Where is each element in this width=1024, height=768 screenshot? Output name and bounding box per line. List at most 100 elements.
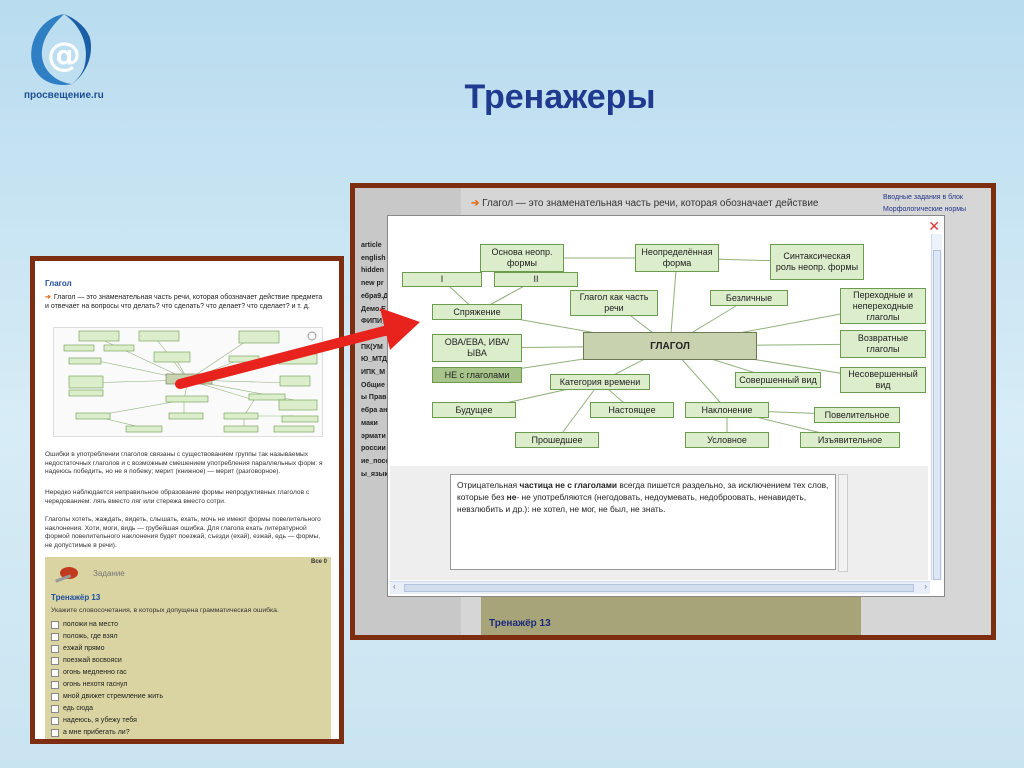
- sidebar-item[interactable]: ы_язык: [361, 470, 388, 478]
- option-label: огонь медленно гас: [63, 669, 127, 676]
- note-scrollbar[interactable]: [838, 474, 848, 572]
- right-header-text: Глагол — это знаменательная часть речи, …: [482, 198, 819, 209]
- prosveshchenie-logo-icon: @: [31, 14, 92, 86]
- diagram-connector: [556, 381, 601, 441]
- checkbox[interactable]: [51, 729, 59, 737]
- note-intro: Отрицательная: [457, 480, 520, 490]
- left-definition-text: Глагол — это знаменательная часть речи, …: [45, 294, 323, 310]
- checkbox[interactable]: [51, 621, 59, 629]
- mini-diagram-graphic: [63, 330, 319, 433]
- checkbox[interactable]: [51, 717, 59, 725]
- list-item[interactable]: езжай прямо: [51, 643, 163, 655]
- right-header: ➔ Глагол — это знаменательная часть речи…: [471, 198, 819, 209]
- sidebar-item[interactable]: ебра ан: [361, 407, 388, 415]
- sidebar-item[interactable]: ебра9.Д: [361, 292, 389, 300]
- left-definition: ➔Глагол — это знаменательная часть речи,…: [45, 294, 323, 310]
- checkbox[interactable]: [51, 657, 59, 665]
- svg-text:@: @: [47, 35, 81, 75]
- task-score: Все 0: [310, 559, 327, 565]
- diagram-node-nastoyashchee: Настоящее: [590, 402, 674, 418]
- diagram-node-vozvratnye: Возвратные глаголы: [840, 330, 926, 358]
- popup-vertical-scrollbar[interactable]: [931, 234, 942, 580]
- list-item[interactable]: огонь нехотя гаснул: [51, 679, 163, 691]
- logo-text: просвещение.ru: [24, 90, 104, 101]
- scroll-right-icon[interactable]: ›: [924, 582, 927, 591]
- diagram-node-osnova_neopr: Основа неопр. формы: [480, 244, 564, 272]
- left-heading: Глагол: [45, 279, 72, 288]
- task-options: положи на место положь, где взял езжай п…: [51, 619, 163, 739]
- list-item[interactable]: а мне прибегать ли?: [51, 727, 163, 739]
- list-item[interactable]: положи на место: [51, 619, 163, 631]
- option-label: едь сюда: [63, 705, 93, 712]
- list-item[interactable]: положь, где взял: [51, 631, 163, 643]
- diagram-node-neopredelennaya: Неопределённая форма: [635, 244, 719, 272]
- list-item[interactable]: огонь медленно гас: [51, 667, 163, 679]
- diagram-node-ova: ОВА/ЕВА, ИВА/ЫВА: [432, 334, 522, 362]
- option-label: положь, где взял: [63, 633, 118, 640]
- sidebar-item[interactable]: маки: [361, 419, 378, 427]
- vertical-scroll-thumb[interactable]: [933, 250, 941, 580]
- side-link[interactable]: Вводные задания в блок: [883, 194, 963, 201]
- checkbox[interactable]: [51, 669, 59, 677]
- side-link[interactable]: Морфологические нормы: [883, 206, 967, 213]
- sidebar-item[interactable]: россии: [361, 445, 386, 453]
- list-item[interactable]: едь сюда: [51, 703, 163, 715]
- checkbox[interactable]: [51, 633, 59, 641]
- diagram-node-ii: II: [494, 272, 578, 287]
- option-label: надеюсь, я убежу тебя: [63, 717, 137, 724]
- sidebar-item[interactable]: new pr: [361, 280, 384, 288]
- diagram-node-ne: НЕ с глаголами: [432, 367, 522, 383]
- sidebar-item[interactable]: ы Прав: [361, 394, 387, 402]
- checkbox[interactable]: [51, 693, 59, 701]
- diagram-node-izyavitelnoe: Изъявительное: [800, 432, 900, 448]
- diagram-popup: ✕ Основа неопр. формы Неопределённая форм…: [387, 215, 945, 597]
- list-item[interactable]: мной движет стремление жить: [51, 691, 163, 703]
- horizontal-scroll-thumb[interactable]: [404, 584, 914, 592]
- left-para-1: Ошибки в употреблении глаголов связаны с…: [45, 451, 323, 475]
- diagram-node-nesovershennyi: Несовершенный вид: [840, 367, 926, 393]
- page-title: Тренажеры: [464, 78, 656, 116]
- diagram-node-perehodnye: Переходные и непереходные глаголы: [840, 288, 926, 324]
- right-bottom-label: Тренажёр 13: [489, 618, 551, 629]
- checkbox[interactable]: [51, 705, 59, 713]
- note-mid: всегда пишется раздельно, за исключением…: [457, 480, 829, 502]
- left-para-3: Глаголы хотеть, жаждать, видеть, слышать…: [45, 516, 321, 549]
- option-label: поезжай восвояси: [63, 657, 122, 664]
- diagram-node-kak_chast: Глагол как часть речи: [570, 290, 658, 316]
- list-item[interactable]: поезжай восвояси: [51, 655, 163, 667]
- diagram-node-bezlichnye: Безличные: [710, 290, 788, 306]
- list-item[interactable]: надеюсь, я убежу тебя: [51, 715, 163, 727]
- diagram-node-spryazhenie: Спряжение: [432, 304, 522, 320]
- diagram-node-naklonenie: Наклонение: [685, 402, 769, 418]
- option-label: а мне прибегать ли?: [63, 729, 130, 736]
- option-label: езжай прямо: [63, 645, 105, 652]
- diagram-connector: [669, 257, 678, 347]
- left-task-panel: Задание Все 0 Тренажёр 13 Укажите словос…: [45, 557, 331, 739]
- left-screenshot: Глагол ➔Глагол — это знаменательная част…: [30, 256, 344, 744]
- sidebar-item[interactable]: hidden: [361, 267, 384, 275]
- sidebar-item[interactable]: Демо.Е: [361, 305, 386, 313]
- sidebar-item[interactable]: english e: [361, 254, 392, 262]
- scroll-left-icon[interactable]: ‹: [393, 582, 396, 591]
- sidebar-item[interactable]: ФИПИ_З: [361, 318, 391, 326]
- option-label: положи на место: [63, 621, 118, 628]
- task-question: Укажите словосочетания, в которых допуще…: [51, 607, 279, 614]
- pushpin-icon: [55, 567, 78, 583]
- diagram-node-proshedshee: Прошедшее: [515, 432, 599, 448]
- diagram-node-kategoriya: Категория времени: [550, 374, 650, 390]
- popup-horizontal-scrollbar[interactable]: ‹ ›: [390, 581, 930, 594]
- checkbox[interactable]: [51, 681, 59, 689]
- option-label: огонь нехотя гаснул: [63, 681, 128, 688]
- diagram-node-sintaks: Синтаксическая роль неопр. формы: [770, 244, 864, 280]
- trainer-title: Тренажёр 13: [51, 593, 101, 602]
- checkbox[interactable]: [51, 645, 59, 653]
- close-icon[interactable]: ✕: [928, 218, 940, 234]
- diagram-node-sovershennyi: Совершенный вид: [735, 372, 821, 388]
- note-bold2: не: [506, 492, 517, 502]
- diagram-node-uslovnoe: Условное: [685, 432, 769, 448]
- sidebar-item[interactable]: эрмати: [361, 432, 386, 440]
- task-label: Задание: [93, 569, 125, 578]
- sidebar-item[interactable]: article: [361, 242, 382, 249]
- sidebar-item[interactable]: ие_посо: [361, 457, 390, 465]
